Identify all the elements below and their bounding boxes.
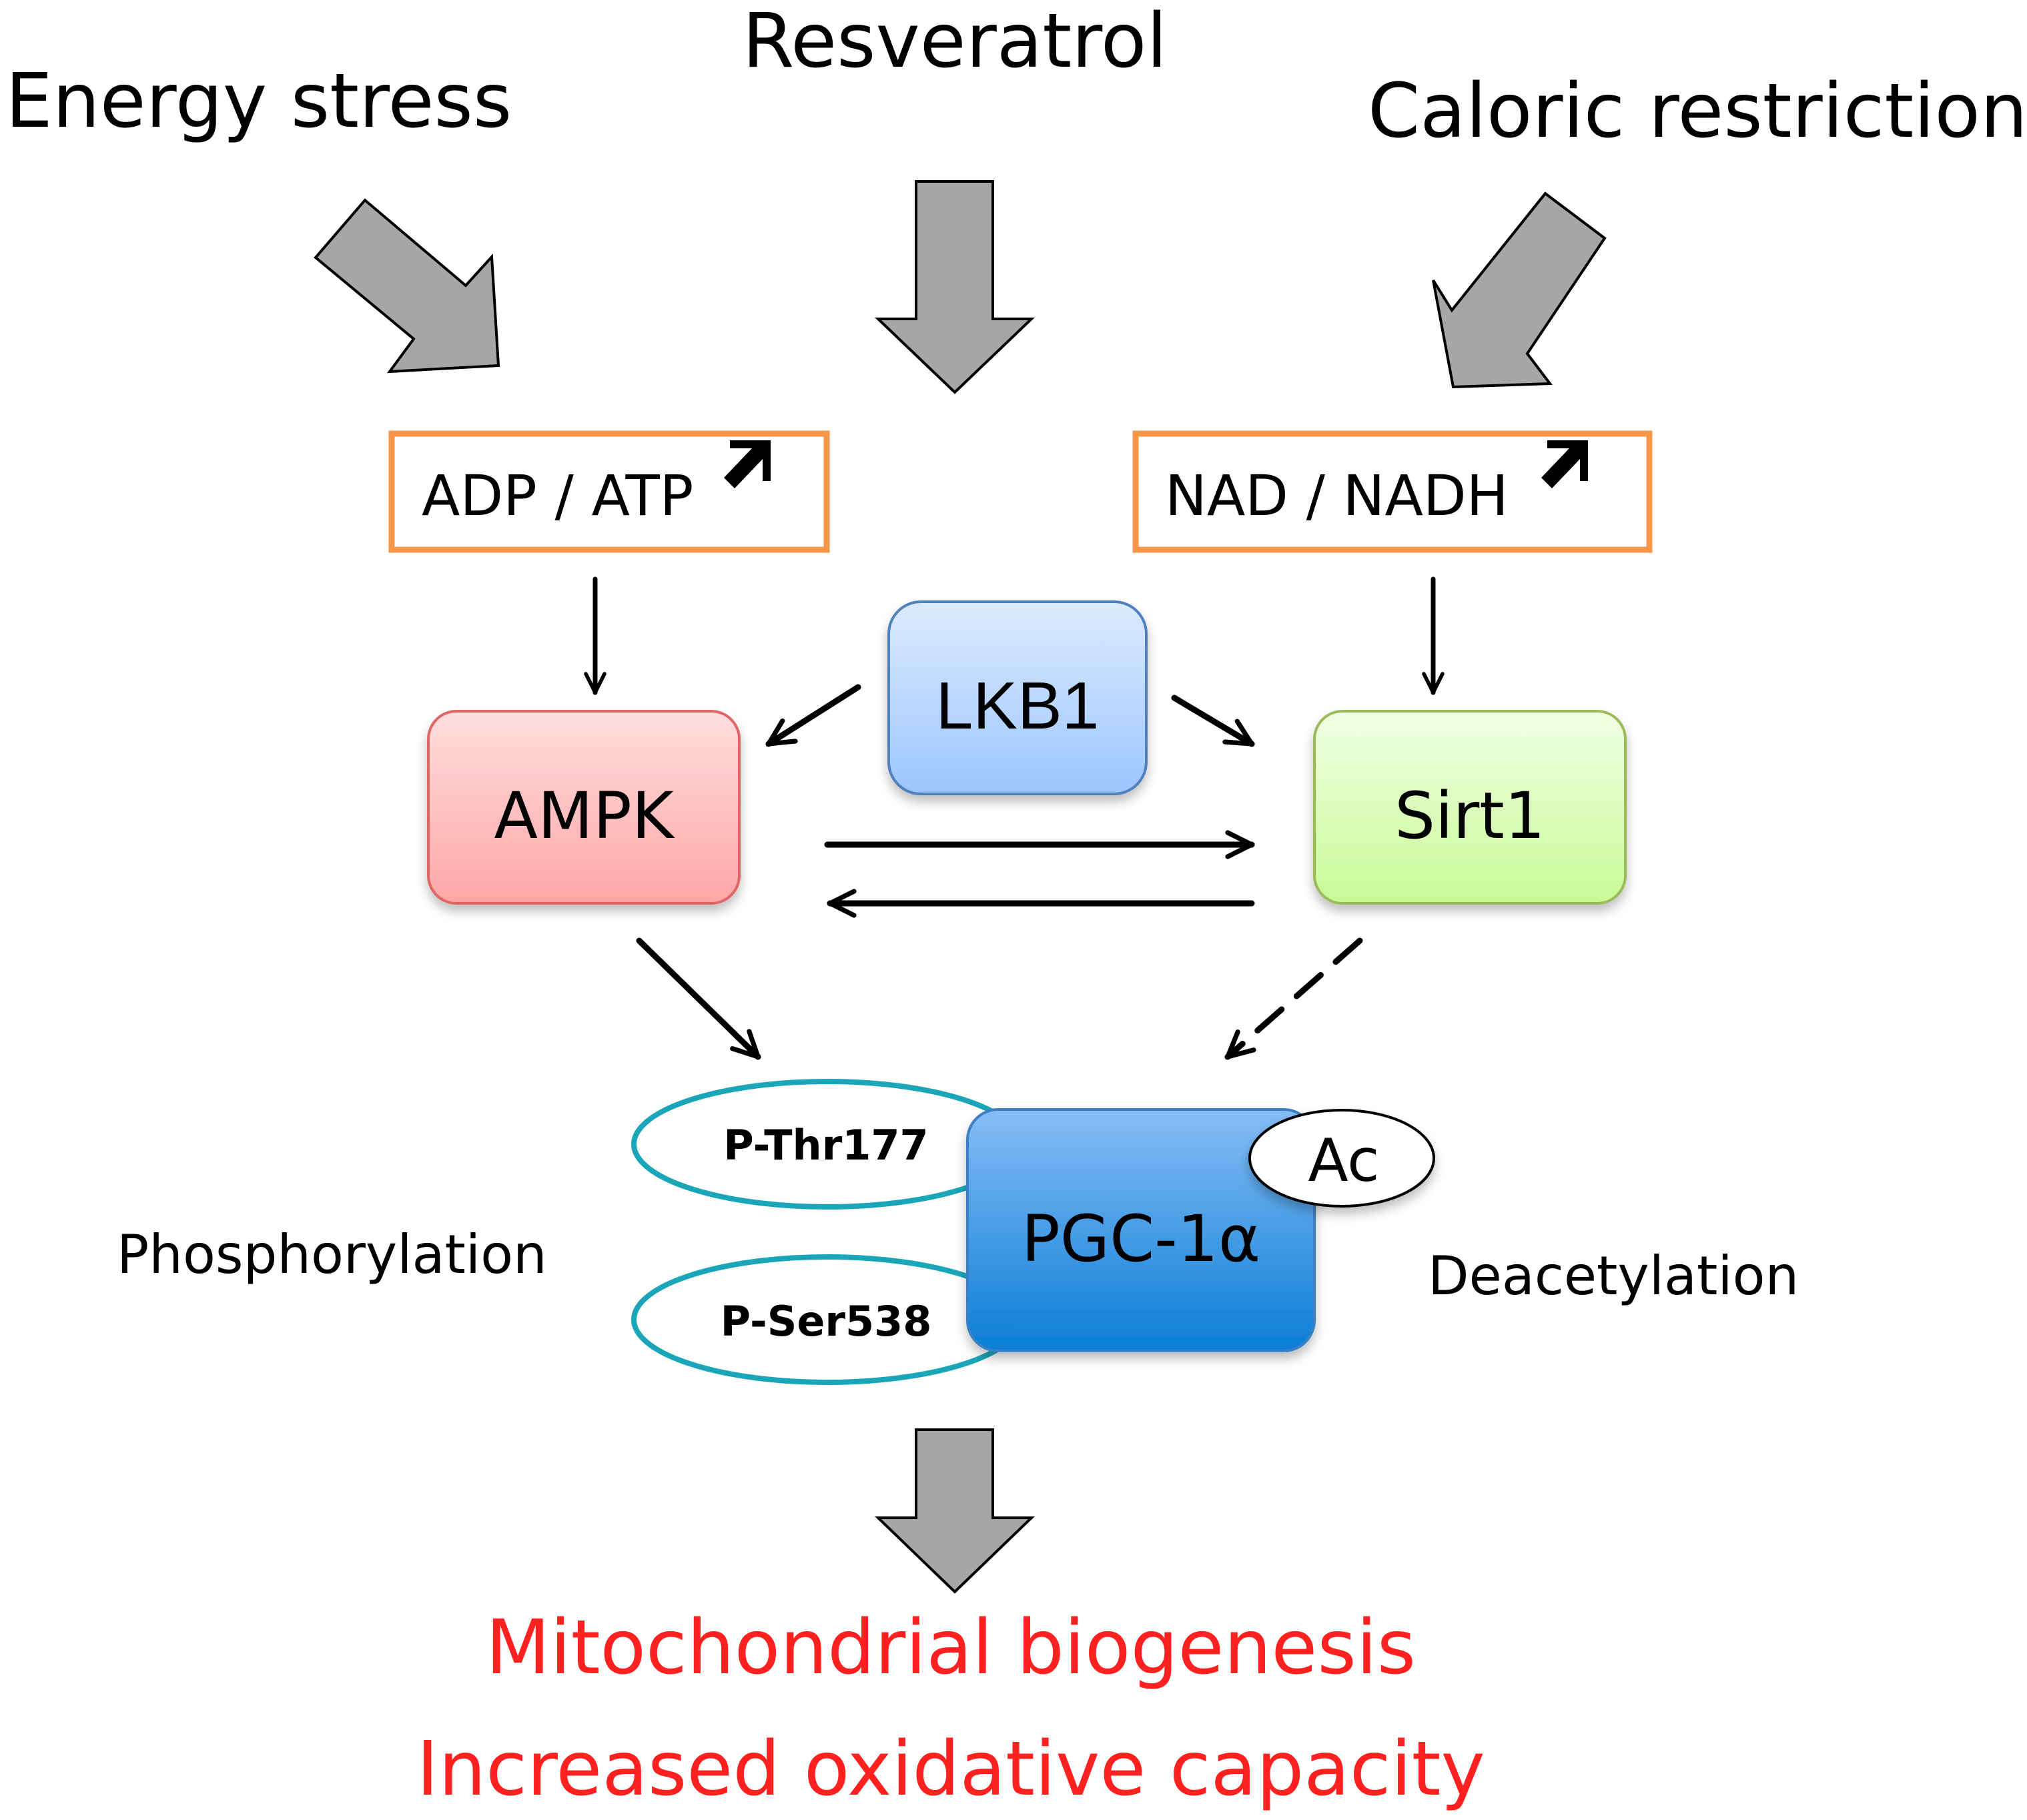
increase-arrow-icon [724,440,771,488]
nad-nadh-ratio-box: NAD / NADH [1132,430,1653,553]
ampk-to-pgc1a-arrow [636,937,758,1057]
input-label-energy-stress: Energy stress [5,58,512,145]
input-label-resveratrol: Resveratrol [742,0,1167,85]
output-block-arrow-icon [875,1428,1035,1594]
caloric-restriction-block-arrow-icon [1432,191,1607,389]
acetyl-label: Ac [1308,1126,1379,1195]
acetyl-group-ellipse [1248,1109,1435,1208]
lkb1-label: LKB1 [936,668,1100,743]
ampk-label: AMPK [494,779,675,853]
sirt1-label: Sirt1 [1394,779,1545,853]
outcome-increased-oxidative-capacity: Increased oxidative capacity [416,1726,1485,1813]
lkb1-to-sirt1-arrow [1171,695,1252,747]
sirt1-to-pgc1a-dashed-arrow [1228,937,1363,1057]
p-thr177-label: P-Thr177 [723,1121,928,1170]
deacetylation-label: Deacetylation [1428,1245,1799,1307]
outcome-mitochondrial-biogenesis: Mitochondrial biogenesis [486,1605,1416,1691]
phosphorylation-label: Phosphorylation [117,1224,547,1286]
p-ser538-label: P-Ser538 [721,1297,932,1346]
ampk-node [427,710,741,905]
nad-nadh-label: NAD / NADH [1165,463,1509,528]
lkb1-to-ampk-arrow [769,684,861,747]
resveratrol-block-arrow-icon [875,180,1035,394]
sirt1-node [1313,710,1627,905]
input-label-caloric-restriction: Caloric restriction [1368,68,2027,155]
pgc1a-label: PGC-1α [1022,1202,1260,1276]
energy-stress-block-arrow-icon [314,198,500,374]
increase-arrow-icon [1541,440,1588,488]
adp-atp-label: ADP / ATP [422,463,693,528]
adp-atp-ratio-box: ADP / ATP [388,430,830,553]
lkb1-node [887,600,1148,795]
pgc1a-node [966,1108,1316,1352]
